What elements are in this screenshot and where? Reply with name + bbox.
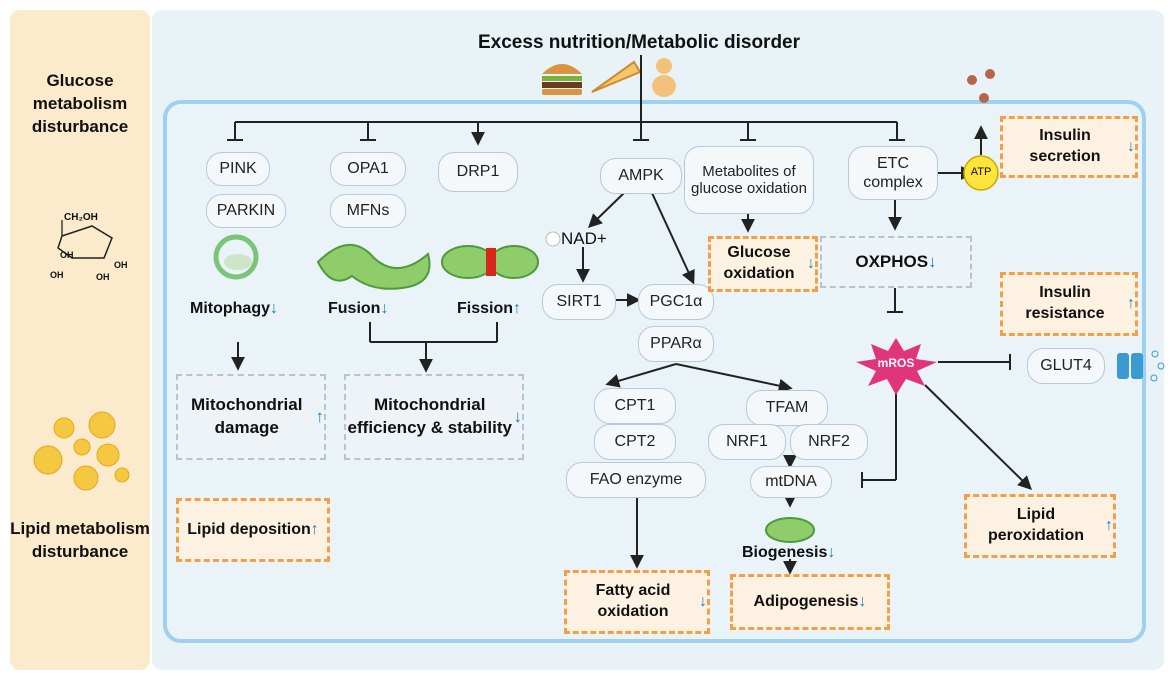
down-arrow-icon: ↓: [928, 251, 937, 271]
down-arrow-icon: ↓: [699, 592, 707, 610]
down-arrow-icon: ↓: [513, 406, 523, 426]
pizza-icon: [591, 60, 642, 93]
lipid-deposition-box: Lipid deposition↑: [176, 498, 330, 562]
fused-mitochondria-icon: [316, 243, 431, 290]
up-arrow-icon: ↑: [315, 406, 325, 426]
nad-label: NAD+: [561, 229, 607, 248]
cpt2-node: CPT2: [594, 424, 676, 460]
pink-node: PINK: [206, 152, 270, 186]
atp-icon: [963, 155, 999, 191]
cpt1-node: CPT1: [594, 388, 676, 424]
etc-complex-node: ETC complex: [848, 146, 938, 200]
glucose-oxidation-box: Glucose oxidation↓: [708, 236, 818, 292]
insulin-secretion-box: Insulin secretion↓: [1000, 116, 1138, 178]
lipid-peroxidation-box: Lipid peroxidation↑: [964, 494, 1116, 558]
down-arrow-icon: ↓: [270, 300, 278, 317]
person-icon: [652, 58, 676, 97]
insulin-granules-icon: [967, 69, 995, 103]
ppara-node: PPARα: [638, 326, 714, 362]
mitochondrial-damage-box: Mitochondrial damage↑: [176, 374, 326, 460]
sirt1-node: SIRT1: [542, 284, 616, 320]
header-title: Excess nutrition/Metabolic disorder: [478, 32, 801, 53]
mtdna-node: mtDNA: [750, 466, 832, 498]
biogenesis-mitochondria-icon: [765, 517, 815, 543]
mitochondrial-efficiency-box: Mitochondrial efficiency & stability↓: [344, 374, 524, 460]
fusion-label: Fusion↓: [328, 300, 389, 317]
metabolites-node: Metabolites of glucose oxidation: [684, 146, 814, 214]
burger-icon: [542, 64, 582, 95]
down-arrow-icon: ↓: [807, 254, 815, 272]
ampk-node: AMPK: [600, 158, 682, 194]
down-arrow-icon: ↓: [1127, 137, 1135, 155]
fatty-acid-oxidation-box: Fatty acid oxidation↓: [564, 570, 710, 634]
up-arrow-icon: ↑: [1127, 294, 1135, 312]
fao-enzyme-node: FAO enzyme: [566, 462, 706, 498]
mros-label: mROS: [877, 356, 915, 370]
oh-label-1: OH: [60, 250, 74, 260]
fission-label: Fission↑: [457, 300, 522, 317]
sidebar-panel: [10, 10, 150, 670]
atp-label: ATP: [970, 166, 992, 178]
lipid-disturbance-label: Lipid metabolism disturbance: [10, 519, 150, 561]
glucose-disturbance-label: Glucose metabolism disturbance: [31, 71, 129, 136]
oh-label-2: OH: [50, 270, 64, 280]
up-arrow-icon: ↑: [1105, 516, 1113, 534]
nrf2-node: NRF2: [790, 424, 868, 460]
down-arrow-icon: ↓: [380, 300, 389, 317]
glut4-transporter-icon: [1117, 350, 1165, 382]
glut4-node: GLUT4: [1027, 348, 1105, 384]
up-arrow-icon: ↑: [310, 520, 319, 538]
nrf1-node: NRF1: [708, 424, 786, 460]
mfns-node: MFNs: [330, 194, 406, 228]
mitophagy-vesicle-icon: [213, 234, 259, 280]
biogenesis-label: Biogenesis↓: [742, 544, 836, 561]
oxphos-box: OXPHOS↓: [820, 236, 972, 288]
down-arrow-icon: ↓: [827, 544, 836, 561]
parkin-node: PARKIN: [206, 194, 286, 228]
tfam-node: TFAM: [746, 390, 828, 426]
opa1-node: OPA1: [330, 152, 406, 186]
mitophagy-label: Mitophagy↓: [190, 300, 278, 317]
mros-star-icon: [856, 338, 937, 395]
insulin-resistance-box: Insulin resistance↑: [1000, 272, 1138, 336]
fission-mitochondria-icon: [441, 245, 539, 279]
oh-label-4: OH: [114, 260, 128, 270]
up-arrow-icon: ↑: [513, 300, 522, 317]
down-arrow-icon: ↓: [858, 592, 867, 610]
oh-label-3: OH: [96, 272, 110, 282]
pgc1a-node: PGC1α: [638, 284, 714, 320]
adipogenesis-box: Adipogenesis↓: [730, 574, 890, 630]
drp1-node: DRP1: [438, 152, 518, 192]
ch2oh-label: CH₂OH: [64, 212, 98, 223]
nad-circle-icon: [545, 231, 561, 247]
